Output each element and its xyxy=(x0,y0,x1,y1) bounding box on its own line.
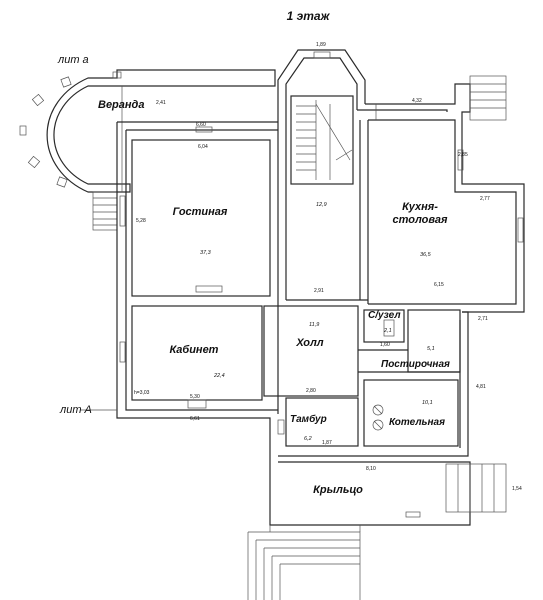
dim-stair-bottom: 2,91 xyxy=(314,288,324,294)
area-kitchen: 36,5 xyxy=(420,252,432,258)
dim-cabinet-bottom: 5,30 xyxy=(190,394,200,400)
dim-tower-top: 1,89 xyxy=(316,42,326,48)
room-label-veranda: Веранда xyxy=(98,99,144,111)
room-label-hall: Холл xyxy=(295,337,323,349)
area-hall: 11,9 xyxy=(309,322,319,328)
dim-veranda: 2,41 xyxy=(156,100,166,106)
boiler-symbol-1 xyxy=(372,404,384,416)
area-laundry: 5,1 xyxy=(427,346,435,352)
porch-front-steps xyxy=(247,525,361,600)
area-stair: 12,9 xyxy=(316,202,327,208)
dim-cabinet-outer: 6,61 xyxy=(190,416,200,422)
dim-living-top-inner: 6,04 xyxy=(198,144,208,150)
area-living: 37,3 xyxy=(200,250,212,256)
dim-living-left: 5,28 xyxy=(136,218,146,224)
veranda-steps xyxy=(92,191,118,231)
dim-kitchen-top: 4,32 xyxy=(412,98,422,104)
porch-side-steps xyxy=(445,463,507,513)
label-lit-A: лит А xyxy=(59,404,92,416)
dim-kitchen-right-short: 2,85 xyxy=(458,152,468,158)
boiler-symbol-2 xyxy=(372,419,384,431)
room-label-kitchen-2: столовая xyxy=(393,214,449,226)
dim-kitchen-right-upper: 2,77 xyxy=(480,196,490,202)
room-label-cabinet: Кабинет xyxy=(170,344,219,356)
dim-wc-bottom: 1,60 xyxy=(380,342,390,348)
main-house-walls xyxy=(80,49,525,600)
room-label-living: Гостиная xyxy=(173,206,228,218)
dim-porch-top: 8,10 xyxy=(366,466,376,472)
dim-vestibule-bottom: 1,87 xyxy=(322,440,332,446)
area-boiler: 10,1 xyxy=(422,400,433,406)
room-label-vestibule: Тамбур xyxy=(290,413,327,425)
label-lit-a: лит а xyxy=(57,54,89,66)
dim-living-top-outer: 6,60 xyxy=(196,122,206,128)
dim-ceiling-height: h=3,03 xyxy=(134,390,150,396)
dim-hall-bottom: 2,80 xyxy=(306,388,316,394)
room-label-kitchen-1: Кухня- xyxy=(402,201,438,213)
room-label-porch: Крыльцо xyxy=(313,484,363,496)
room-label-boiler: Котельная xyxy=(389,417,445,428)
veranda-block xyxy=(19,69,276,231)
dim-kitchen-bottom: 6,15 xyxy=(434,282,444,288)
dim-porch-steps: 1,54 xyxy=(512,486,522,492)
room-label-wc: С/узел xyxy=(368,310,401,321)
area-wc: 2,1 xyxy=(383,328,392,334)
dim-right-lower: 4,81 xyxy=(476,384,486,390)
floor-title: 1 этаж xyxy=(287,9,331,23)
dim-right-mid: 2,71 xyxy=(478,316,488,322)
room-label-laundry: Постирочная xyxy=(381,359,450,370)
area-vestibule: 6,2 xyxy=(304,436,312,442)
area-cabinet: 22,4 xyxy=(213,373,225,379)
back-steps xyxy=(469,75,507,121)
